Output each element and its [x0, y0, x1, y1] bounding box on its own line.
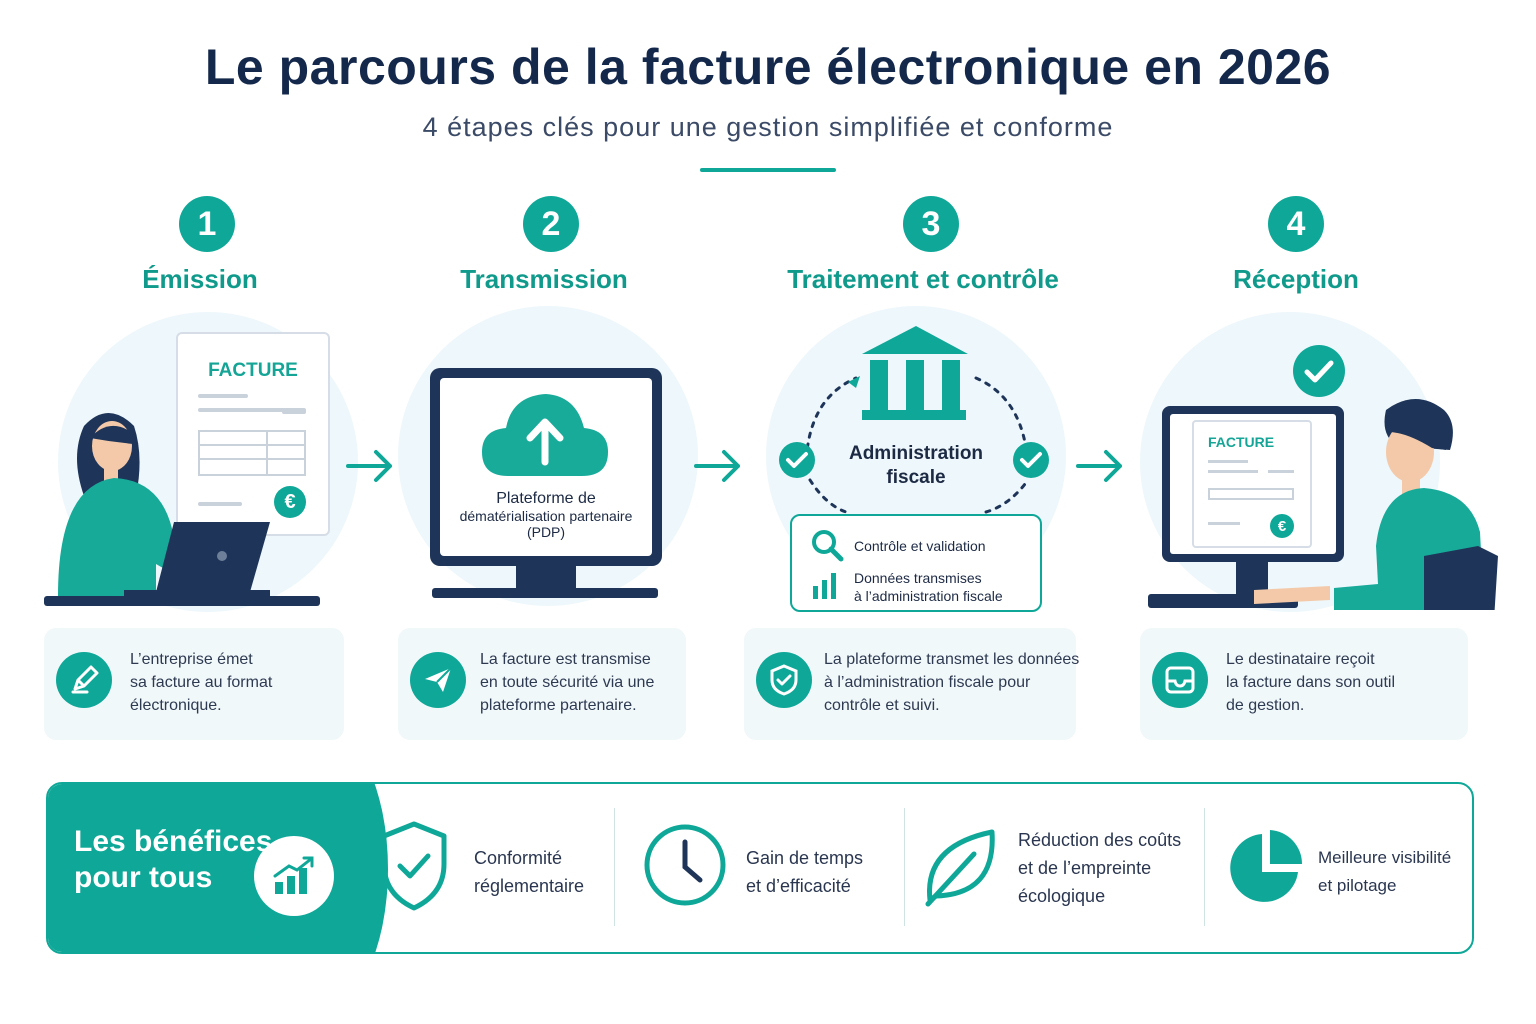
euro-icon: €	[274, 486, 306, 518]
step-3-number: 3	[903, 196, 959, 252]
description-line: Le destinataire reçoit	[1226, 651, 1375, 668]
description-line: de gestion.	[1226, 697, 1305, 714]
description-line: à l’administration fiscale pour	[824, 674, 1031, 691]
check-circle-icon	[1293, 345, 1345, 397]
benefits-panel: Les bénéfices pour tous Conformité régle…	[46, 782, 1474, 954]
pencil-icon	[56, 652, 112, 708]
doc-line	[198, 408, 306, 412]
administration-building-icon	[779, 326, 1049, 514]
step-1-number: 1	[179, 196, 235, 252]
clock-icon	[644, 824, 726, 906]
cloud-upload-icon	[482, 394, 608, 476]
benefit-line: et d’efficacité	[746, 876, 851, 896]
pie-chart-icon	[1230, 830, 1302, 902]
shield-check-icon	[381, 821, 447, 911]
doc-line	[198, 502, 242, 506]
description-line: La plateforme transmet les données	[824, 651, 1080, 668]
title-underline	[700, 168, 836, 172]
step-2-description-card: La facture est transmise en toute sécuri…	[398, 628, 686, 740]
growth-chart-icon	[254, 836, 334, 916]
benefit-divider	[904, 808, 905, 926]
step-4-title: Réception	[1233, 264, 1359, 294]
benefits-title: Les bénéfices pour tous	[74, 824, 272, 896]
administration-label-line: fiscale	[886, 467, 946, 488]
benefit-visibility: Meilleure visibilité et pilotage	[1318, 844, 1451, 900]
arrow-right-icon	[1076, 450, 1122, 482]
invoice-document: FACTURE €	[176, 332, 330, 536]
monitor-neck	[516, 566, 576, 590]
step-4-description-card: Le destinataire reçoit la facture dans s…	[1140, 628, 1468, 740]
receiver-monitor: FACTURE €	[1162, 406, 1344, 562]
benefit-line: Conformité	[474, 848, 563, 868]
description-line: sa facture au format	[130, 674, 273, 691]
shield-check-icon	[756, 652, 812, 708]
step-3-description: La plateforme transmet les données à l’a…	[824, 648, 1079, 717]
doc-table	[198, 430, 306, 476]
control-item: Contrôle et validation	[854, 538, 986, 554]
arrow-right-icon	[694, 450, 740, 482]
benefit-line: Réduction des coûts	[1018, 830, 1182, 850]
description-line: La facture est transmise	[480, 651, 651, 668]
man-at-computer-icon	[1254, 399, 1498, 610]
benefit-line: Gain de temps	[746, 848, 864, 868]
description-line: la facture dans son outil	[1226, 674, 1395, 691]
benefit-line: Meilleure visibilité	[1318, 848, 1452, 867]
received-invoice-title: FACTURE	[1208, 434, 1275, 450]
description-line: en toute sécurité via une	[480, 674, 655, 691]
pdp-label: Plateforme de dématérialisation partenai…	[440, 490, 652, 540]
benefits-title-line: pour tous	[74, 861, 213, 894]
step-1-description: L’entreprise émet sa facture au format é…	[130, 648, 272, 717]
step-1-title: Émission	[142, 264, 258, 294]
paper-plane-icon	[410, 652, 466, 708]
benefit-time: Gain de temps et d’efficacité	[746, 844, 863, 900]
step-1-description-card: L’entreprise émet sa facture au format é…	[44, 628, 344, 740]
doc-line	[198, 394, 248, 398]
step-4-description: Le destinataire reçoit la facture dans s…	[1226, 648, 1395, 717]
step-2-title: Transmission	[460, 264, 628, 294]
description-line: contrôle et suivi.	[824, 697, 940, 714]
step-2-description: La facture est transmise en toute sécuri…	[480, 648, 654, 717]
benefit-divider	[1204, 808, 1205, 926]
administration-label: Administration fiscale	[816, 442, 1016, 490]
monitor-base	[432, 588, 658, 598]
received-invoice: FACTURE €	[1192, 420, 1312, 548]
step-3-description-card: La plateforme transmet les données à l’a…	[744, 628, 1079, 740]
page-title: Le parcours de la facture électronique e…	[204, 39, 1332, 95]
benefit-line: réglementaire	[474, 876, 585, 896]
benefit-compliance: Conformité réglementaire	[474, 844, 584, 900]
control-box: Contrôle et validation Données transmise…	[790, 514, 1042, 612]
leaf-icon	[925, 829, 995, 907]
step-3-title: Traitement et contrôle	[787, 264, 1059, 294]
description-line: L’entreprise émet	[130, 651, 253, 668]
step-4-number: 4	[1268, 196, 1324, 252]
description-line: électronique.	[130, 697, 222, 714]
page-subtitle: 4 étapes clés pour une gestion simplifié…	[422, 112, 1114, 142]
magnifier-icon	[812, 530, 844, 562]
benefit-divider	[614, 808, 615, 926]
doc-line	[282, 410, 306, 414]
pdp-label-line: Plateforme de	[496, 490, 596, 507]
inbox-icon	[1152, 652, 1208, 708]
description-line: plateforme partenaire.	[480, 697, 637, 714]
pdp-label-line: (PDP)	[526, 524, 566, 540]
bar-chart-icon	[813, 573, 836, 599]
euro-icon: €	[1270, 514, 1294, 538]
invoice-doc-title: FACTURE	[208, 360, 298, 381]
pdp-label-line: dématérialisation partenaire	[459, 508, 633, 524]
benefit-line: et de l’empreinte	[1018, 858, 1152, 878]
woman-at-laptop-icon	[44, 413, 320, 606]
benefits-title-line: Les bénéfices	[74, 825, 273, 858]
control-item: à l’administration fiscale	[854, 588, 1003, 604]
step-2-number: 2	[523, 196, 579, 252]
benefit-line: et pilotage	[1318, 876, 1397, 895]
control-item: Données transmises	[854, 570, 982, 586]
administration-label-line: Administration	[848, 443, 984, 464]
arrow-right-icon	[346, 450, 392, 482]
benefit-line: écologique	[1018, 886, 1106, 906]
benefit-cost-reduction: Réduction des coûts et de l’empreinte éc…	[1018, 826, 1181, 910]
